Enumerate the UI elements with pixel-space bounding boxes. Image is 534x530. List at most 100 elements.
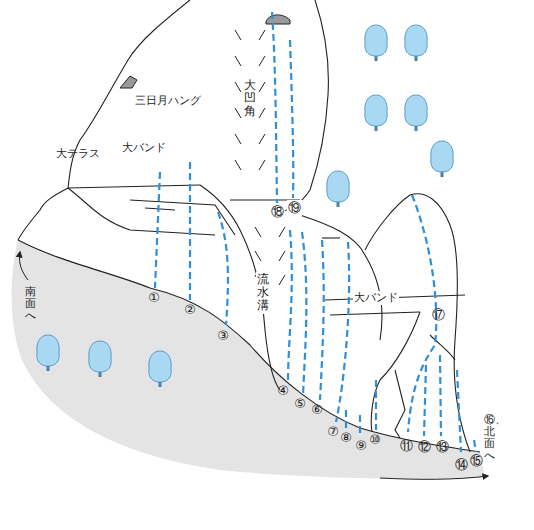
- route-line: [302, 232, 306, 395]
- place-label: 大テラス: [56, 148, 100, 160]
- terrain-stroke: [259, 160, 265, 170]
- callout-number: ⑰: [432, 308, 445, 322]
- callout-number: ①: [148, 291, 160, 305]
- callout-number: ⑧: [340, 431, 352, 445]
- route-line: [288, 230, 292, 382]
- tree: [431, 141, 453, 177]
- callout-number: ④: [277, 384, 289, 398]
- cliff-line: [18, 0, 190, 240]
- cliff-line: [322, 237, 340, 238]
- place-label: 流水溝: [256, 272, 270, 314]
- route-line: [272, 12, 277, 203]
- direction-arrow: [380, 476, 488, 479]
- tree-crown: [89, 341, 111, 372]
- terrain-stroke: [259, 134, 265, 144]
- place-label: 三日月ハング: [135, 95, 201, 107]
- tree: [405, 25, 427, 61]
- route-line: [457, 370, 461, 452]
- terrain-stroke: [279, 275, 285, 285]
- terrain-stroke: [279, 227, 285, 237]
- place-label: 大バンド: [122, 142, 166, 154]
- place-label: 大凹角: [243, 78, 257, 120]
- trees: [37, 25, 453, 387]
- cliff-line: [365, 194, 470, 452]
- hang-mark: [120, 76, 137, 88]
- route-line: [155, 172, 160, 288]
- tree-crown: [405, 95, 427, 126]
- route-lines: [155, 12, 476, 452]
- tree: [89, 341, 111, 377]
- route-line: [440, 355, 441, 436]
- terrain-stroke: [255, 251, 261, 261]
- callout-number: ⑲: [287, 200, 302, 216]
- cliff-line: [300, 215, 382, 340]
- callout-number: ⑥: [311, 403, 323, 417]
- terrain-stroke: [259, 56, 265, 66]
- tree-crown: [327, 171, 349, 202]
- route-line: [320, 240, 324, 400]
- tree: [365, 95, 387, 131]
- route-line: [424, 365, 426, 436]
- callout-number: ⑩: [369, 433, 381, 447]
- terrain-stroke: [235, 82, 241, 92]
- tree: [37, 335, 59, 371]
- callout-number: ⑬: [436, 440, 449, 454]
- terrain-stroke: [235, 134, 241, 144]
- callout-number: ⑪: [400, 439, 413, 453]
- callout-number: ⑨: [355, 439, 367, 453]
- terrain-stroke: [235, 108, 241, 118]
- route-line: [359, 415, 361, 436]
- tree-crown: [37, 335, 59, 366]
- route-line: [474, 440, 476, 452]
- terrain-marks: [235, 30, 285, 285]
- cliff-line: [200, 185, 280, 390]
- cliff-line: [68, 185, 200, 188]
- hang-mark: [266, 15, 290, 24]
- callout-number: ⑭: [455, 458, 468, 472]
- place-label: 大バンド: [353, 291, 399, 305]
- cliff-line: [395, 370, 405, 438]
- cliff-line: [330, 312, 420, 315]
- route-line: [375, 380, 377, 430]
- tree: [405, 95, 427, 131]
- route-line: [218, 212, 228, 325]
- route-line: [336, 242, 349, 422]
- tree-crown: [405, 25, 427, 56]
- tree-crown: [431, 141, 453, 172]
- callout-number: ⑤: [294, 397, 306, 411]
- cliff-line: [18, 240, 480, 452]
- terrain-stroke: [255, 227, 261, 237]
- callout-number: ⑫: [418, 440, 431, 454]
- tree: [365, 25, 387, 61]
- route-line: [290, 40, 293, 198]
- direction-arrow: [19, 252, 28, 280]
- direction-label: 南面へ: [25, 286, 36, 322]
- terrain-stroke: [259, 82, 265, 92]
- cliff-line: [68, 188, 215, 235]
- route-line: [345, 410, 347, 428]
- ground-area: [12, 240, 485, 479]
- terrain-stroke: [259, 108, 265, 118]
- cliff-line: [280, 0, 328, 212]
- terrain-stroke: [235, 30, 241, 40]
- terrain-stroke: [259, 30, 265, 40]
- callout-number: ⑦: [327, 425, 339, 439]
- cliff-outline: [18, 0, 480, 452]
- tree-crown: [365, 95, 387, 126]
- tree-crown: [365, 25, 387, 56]
- callout-number: ②: [184, 303, 196, 317]
- tree-crown: [149, 351, 171, 382]
- tree: [327, 171, 349, 207]
- tree: [149, 351, 171, 387]
- terrain-stroke: [235, 160, 241, 170]
- cliff-line: [145, 208, 175, 210]
- callout-number: ⑱: [270, 204, 285, 220]
- callout-number: ③: [217, 329, 229, 343]
- callout-number: ⑮: [470, 454, 483, 468]
- terrain-stroke: [279, 251, 285, 261]
- terrain-stroke: [235, 56, 241, 66]
- direction-label: ⑯、北面へ: [484, 414, 495, 462]
- route-line: [189, 162, 191, 300]
